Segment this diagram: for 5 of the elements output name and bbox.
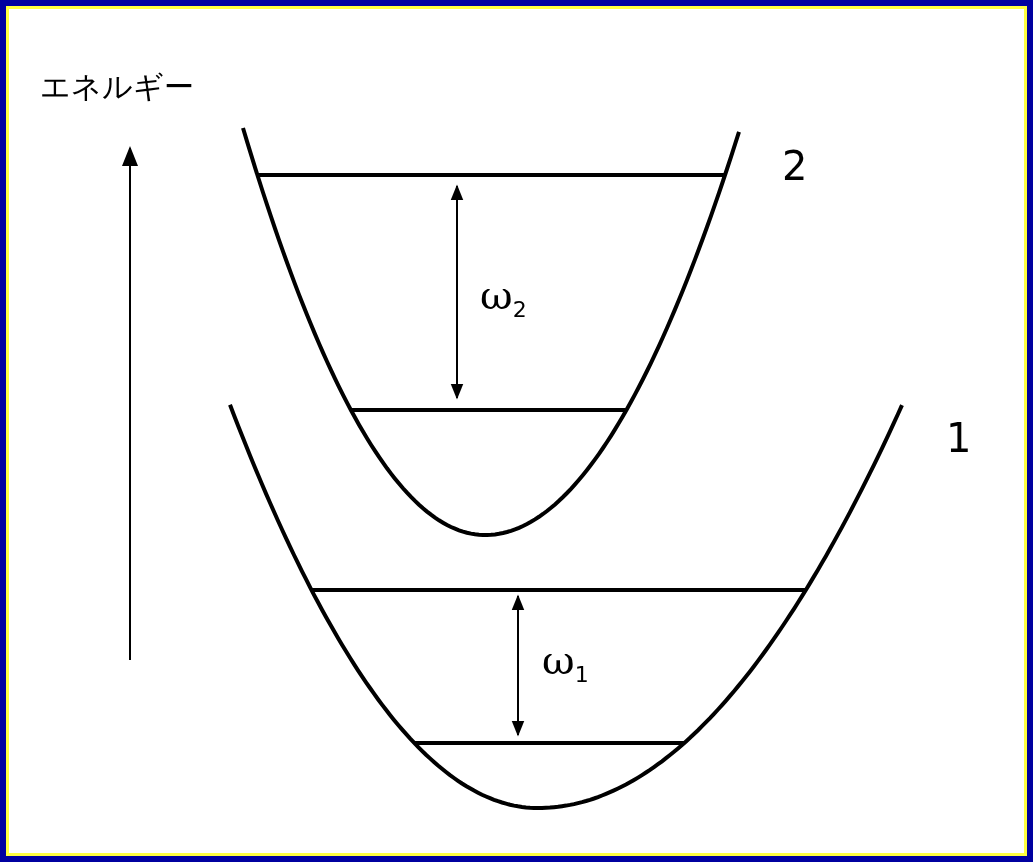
- diagram-label: ω$_{2}$: [480, 275, 527, 321]
- diagram-label: ω$_{1}$: [542, 640, 589, 686]
- diagram-label: 1: [946, 418, 972, 458]
- diagram-label: エネルギー: [40, 72, 194, 102]
- diagram-label: 2: [782, 146, 808, 186]
